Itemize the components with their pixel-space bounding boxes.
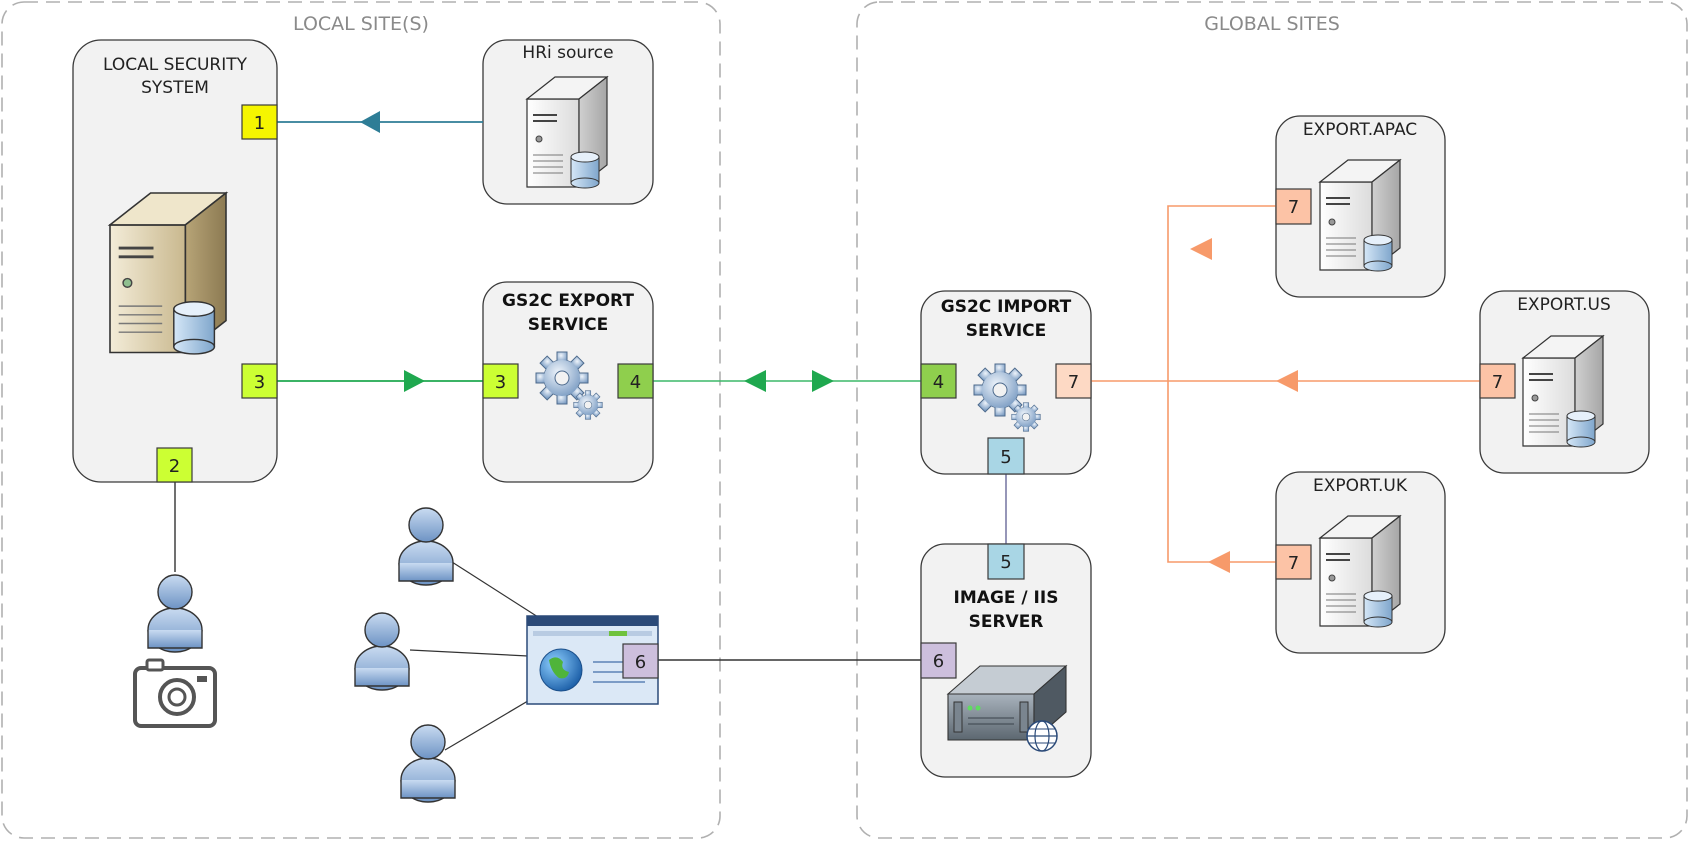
global-sites-label: GLOBAL SITES — [1204, 13, 1340, 35]
rack-server-icon — [946, 664, 1068, 742]
badge-4-export: 4 — [617, 363, 654, 399]
svg-text:7: 7 — [1288, 553, 1299, 574]
badge-7-apac: 7 — [1275, 188, 1312, 225]
globe-icon — [1026, 720, 1058, 752]
svg-text:7: 7 — [1068, 372, 1079, 393]
export-us-label: EXPORT.US — [1517, 295, 1611, 315]
user1-to-browser-connector — [451, 561, 539, 618]
us-arrow — [1276, 370, 1298, 392]
badge-3-export: 3 — [482, 363, 519, 399]
image-server-label-2: SERVER — [969, 612, 1044, 632]
export-service-label-2: SERVICE — [528, 315, 609, 335]
user2-to-browser-connector — [409, 649, 529, 657]
badge-3-local: 3 — [241, 363, 278, 399]
svg-text:3: 3 — [495, 372, 506, 393]
badge-7-uk: 7 — [1275, 544, 1312, 580]
server-db-icon — [1522, 335, 1604, 448]
svg-text:6: 6 — [635, 652, 646, 673]
camera-icon — [133, 658, 217, 728]
user-icon — [398, 507, 454, 586]
local-site-label: LOCAL SITE(S) — [293, 13, 429, 35]
badge-6-image: 6 — [920, 642, 957, 679]
hri-to-local-arrow — [360, 111, 380, 133]
uk-arrow — [1208, 551, 1230, 573]
export-apac-label: EXPORT.APAC — [1303, 120, 1417, 140]
svg-text:4: 4 — [630, 372, 641, 393]
server-db-icon — [1319, 159, 1401, 272]
svg-text:4: 4 — [933, 372, 944, 393]
badge-6-browser: 6 — [622, 643, 659, 679]
badge-5-import: 5 — [987, 437, 1025, 475]
svg-text:1: 1 — [254, 113, 265, 134]
local-security-label-1: LOCAL SECURITY — [103, 55, 248, 75]
svg-text:6: 6 — [933, 651, 944, 672]
import-service-label-1: GS2C IMPORT — [941, 297, 1072, 317]
server-db-icon — [1319, 515, 1401, 628]
local-site-zone — [1, 1, 721, 839]
user-icon — [147, 574, 203, 653]
svg-text:7: 7 — [1288, 197, 1299, 218]
badge-2: 2 — [156, 447, 193, 483]
export-uk-label: EXPORT.UK — [1313, 476, 1408, 496]
local-to-export-arrow — [404, 370, 425, 392]
user-icon — [354, 612, 410, 691]
global-sites-zone — [856, 1, 1688, 839]
user-icon — [400, 724, 456, 803]
user3-to-browser-connector — [444, 694, 539, 751]
export-import-arrow-left — [744, 370, 766, 392]
svg-text:5: 5 — [1000, 447, 1011, 468]
server-db-icon — [526, 76, 608, 189]
image-server-label-1: IMAGE / IIS — [954, 588, 1059, 608]
svg-text:5: 5 — [1000, 552, 1011, 573]
local-security-label-2: SYSTEM — [141, 78, 209, 98]
svg-text:2: 2 — [169, 456, 180, 477]
export-import-arrow-right — [812, 370, 834, 392]
badge-5-image: 5 — [987, 543, 1025, 580]
export-service-label-1: GS2C EXPORT — [502, 291, 634, 311]
badge-1: 1 — [241, 104, 278, 140]
badge-7-us: 7 — [1479, 363, 1516, 399]
badge-7-import: 7 — [1055, 363, 1092, 399]
import-service-label-2: SERVICE — [966, 321, 1047, 341]
branch-apac-uk-connector — [1167, 205, 1276, 563]
badge-4-import: 4 — [920, 363, 957, 399]
server-db-icon — [107, 191, 229, 355]
svg-text:3: 3 — [254, 372, 265, 393]
hri-source-label: HRi source — [522, 43, 613, 63]
svg-text:7: 7 — [1492, 372, 1503, 393]
apac-arrow — [1190, 238, 1212, 260]
